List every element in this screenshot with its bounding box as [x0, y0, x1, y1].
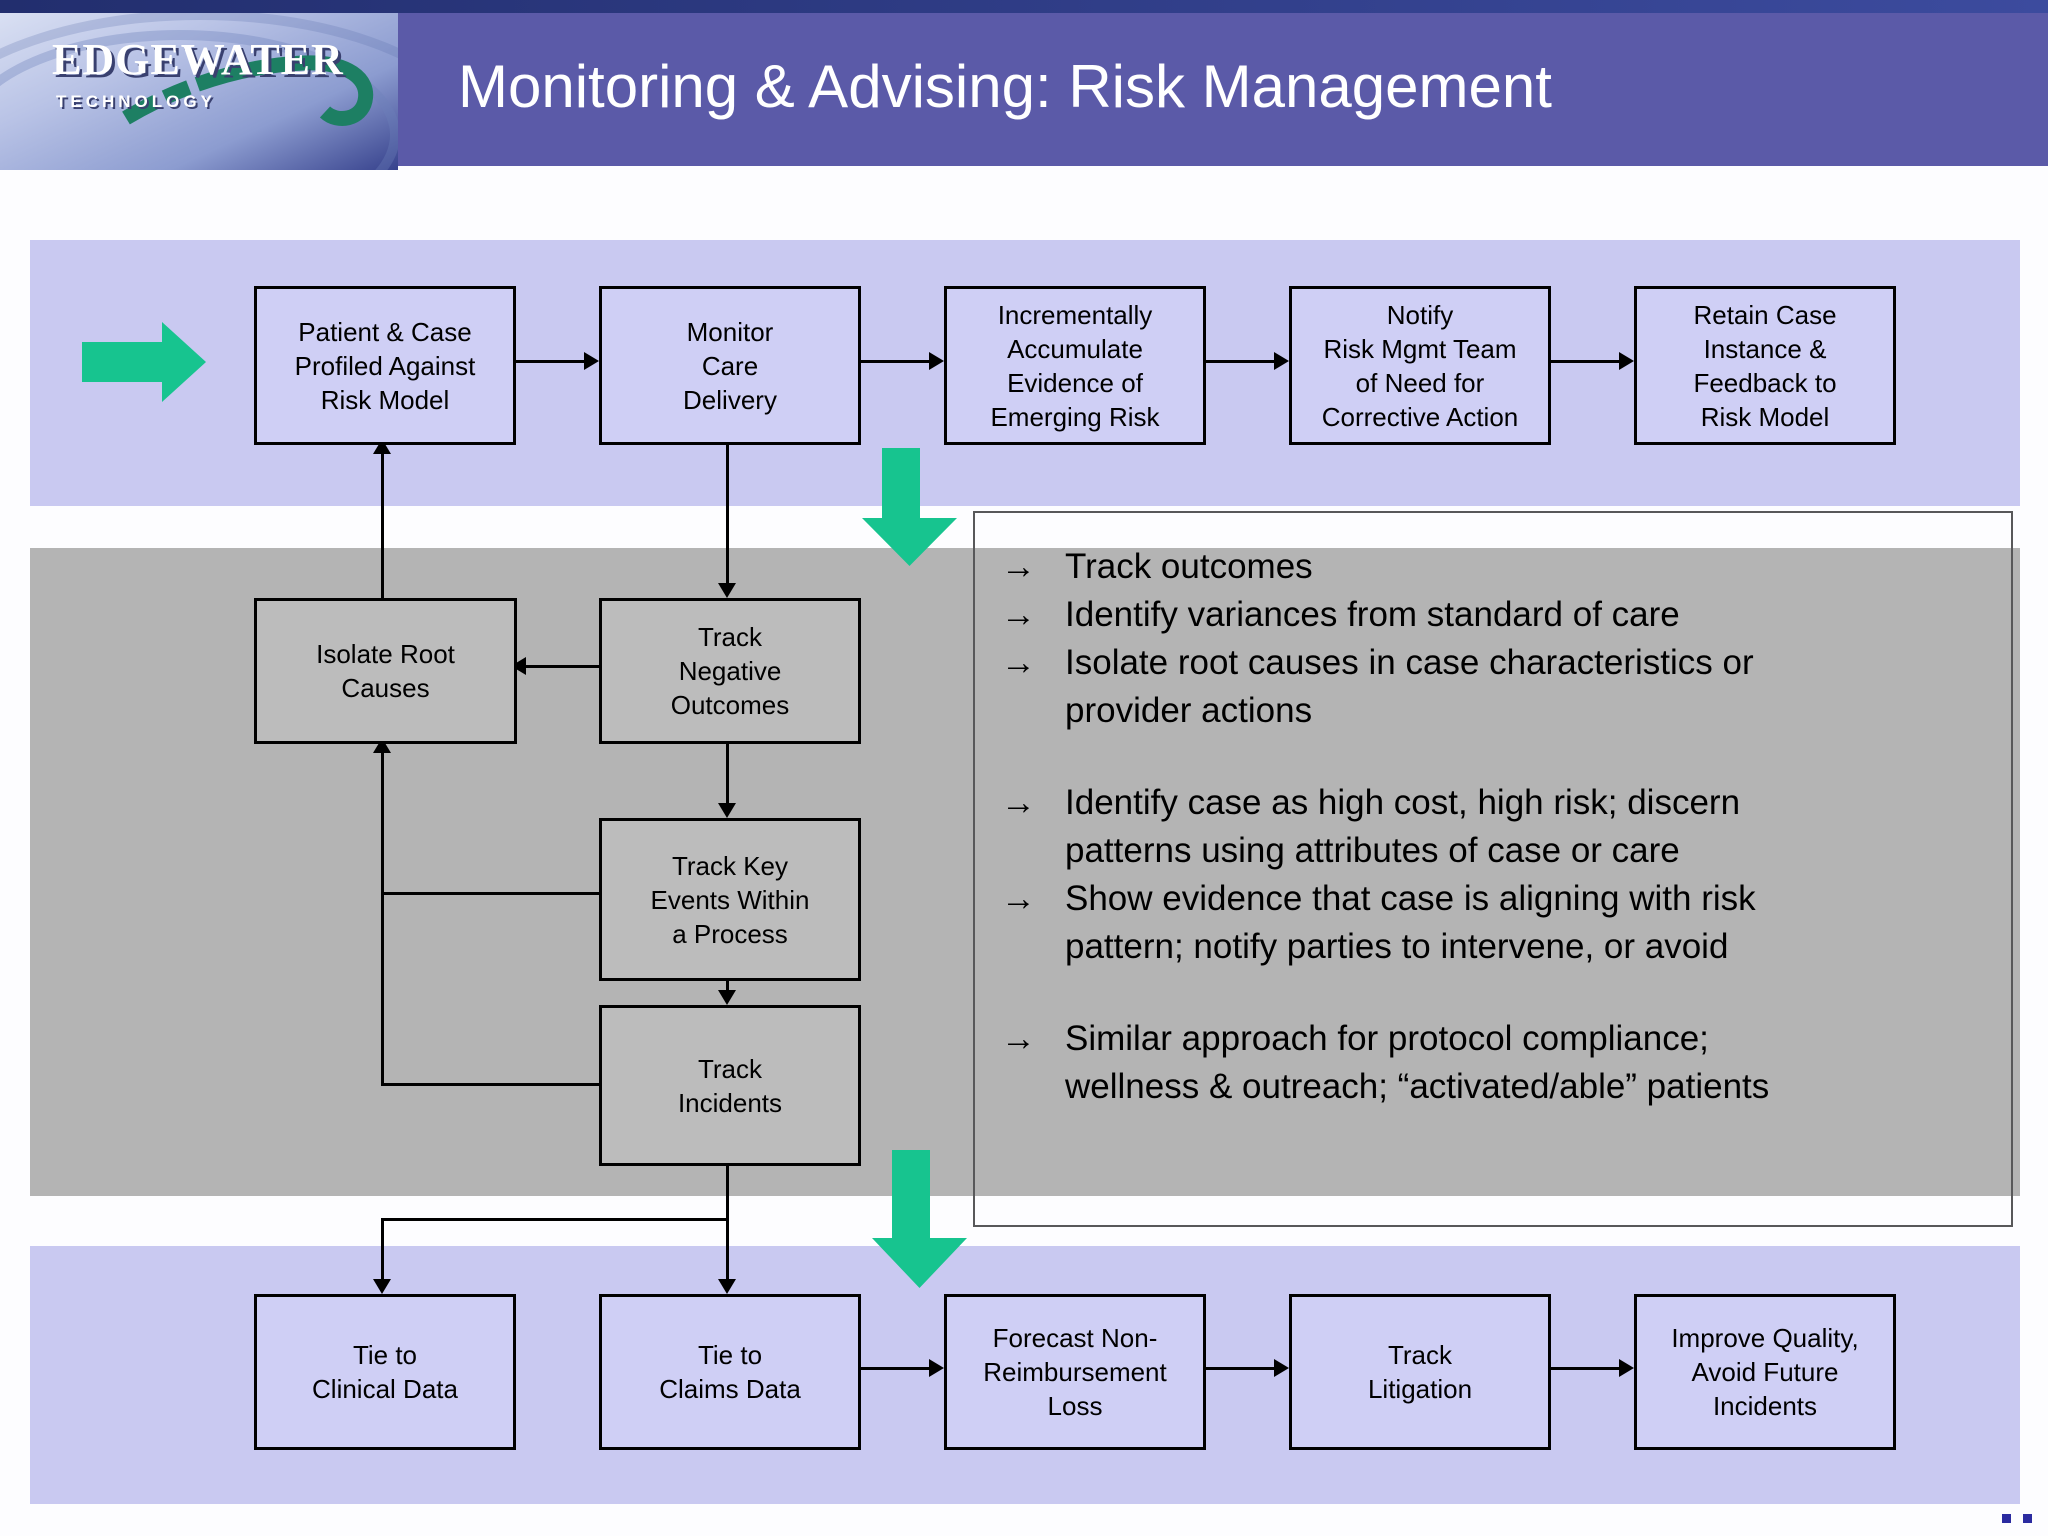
footer-dot [2002, 1514, 2011, 1523]
connector [382, 1218, 728, 1221]
connector [381, 752, 384, 1086]
arrowhead [929, 1359, 944, 1377]
bullet-item: → Isolate root causes in case characteri… [1001, 639, 2011, 735]
logo-text-edgewater: EDGEWATER [52, 35, 344, 84]
connector [510, 360, 586, 363]
bullet-item: → Similar approach for protocol complian… [1001, 1015, 2011, 1111]
connector [525, 665, 599, 668]
bullet-gap [1001, 735, 2011, 779]
arrowhead [1619, 1359, 1634, 1377]
connector [382, 892, 599, 895]
connector [1545, 1367, 1621, 1370]
flow-box-track-litigation: Track Litigation [1289, 1294, 1551, 1450]
arrowhead [718, 803, 736, 818]
arrowhead [718, 990, 736, 1005]
connector [1545, 360, 1621, 363]
arrowhead [1274, 352, 1289, 370]
flow-box-accumulate-evidence: Incrementally Accumulate Evidence of Eme… [944, 286, 1206, 445]
bullet-item: → Identify case as high cost, high risk;… [1001, 779, 2011, 875]
top-edge-strip [0, 0, 2048, 13]
green-right-arrow-icon [82, 322, 206, 402]
logo-text-technology: TECHNOLOGY [56, 92, 216, 111]
arrow-bullet-icon: → [1001, 783, 1036, 822]
arrowhead [373, 1279, 391, 1294]
flow-box-tie-clinical-data: Tie to Clinical Data [254, 1294, 516, 1450]
connector [1200, 360, 1276, 363]
connector [726, 439, 729, 585]
connector [1200, 1367, 1276, 1370]
bullet-item: → Track outcomes [1001, 543, 2011, 591]
slide-title: Monitoring & Advising: Risk Management [458, 53, 1552, 120]
flow-box-retain-case-feedback: Retain Case Instance & Feedback to Risk … [1634, 286, 1896, 445]
arrowhead [1274, 1359, 1289, 1377]
arrow-bullet-icon: → [1001, 595, 1036, 634]
flow-box-forecast-loss: Forecast Non- Reimbursement Loss [944, 1294, 1206, 1450]
connector [381, 453, 384, 598]
edgewater-logo: EDGEWATER TECHNOLOGY [0, 0, 398, 170]
arrow-bullet-icon: → [1001, 1019, 1036, 1058]
flow-box-patient-case-profiled: Patient & Case Profiled Against Risk Mod… [254, 286, 516, 445]
bullet-item: → Identify variances from standard of ca… [1001, 591, 2011, 639]
flow-box-improve-quality: Improve Quality, Avoid Future Incidents [1634, 1294, 1896, 1450]
arrowhead [718, 583, 736, 598]
green-down-arrow-icon [862, 448, 957, 566]
connector [726, 738, 729, 805]
connector [381, 1218, 384, 1280]
arrow-bullet-icon: → [1001, 879, 1036, 918]
flow-box-track-negative-outcomes: Track Negative Outcomes [599, 598, 861, 744]
arrowhead [1619, 352, 1634, 370]
flow-box-monitor-care-delivery: Monitor Care Delivery [599, 286, 861, 445]
notes-panel: → Track outcomes → Identify variances fr… [973, 511, 2013, 1227]
arrowhead [718, 1279, 736, 1294]
arrow-bullet-icon: → [1001, 643, 1036, 682]
logo-swoosh-icon [122, 55, 374, 126]
connector [855, 1367, 931, 1370]
ripple-decoration [0, 10, 398, 170]
green-down-arrow-icon [872, 1150, 967, 1288]
arrowhead [584, 352, 599, 370]
flow-box-track-key-events: Track Key Events Within a Process [599, 818, 861, 981]
connector [726, 975, 729, 992]
connector [382, 1083, 599, 1086]
flow-box-track-incidents: Track Incidents [599, 1005, 861, 1166]
flow-box-isolate-root-causes: Isolate Root Causes [254, 598, 517, 744]
connector [855, 360, 931, 363]
bullet-item: → Show evidence that case is aligning wi… [1001, 875, 2011, 971]
arrowhead [929, 352, 944, 370]
flow-box-tie-claims-data: Tie to Claims Data [599, 1294, 861, 1450]
flow-box-notify-risk-team: Notify Risk Mgmt Team of Need for Correc… [1289, 286, 1551, 445]
bullet-gap [1001, 971, 2011, 1015]
arrow-bullet-icon: → [1001, 547, 1036, 586]
footer-dot [2023, 1514, 2032, 1523]
